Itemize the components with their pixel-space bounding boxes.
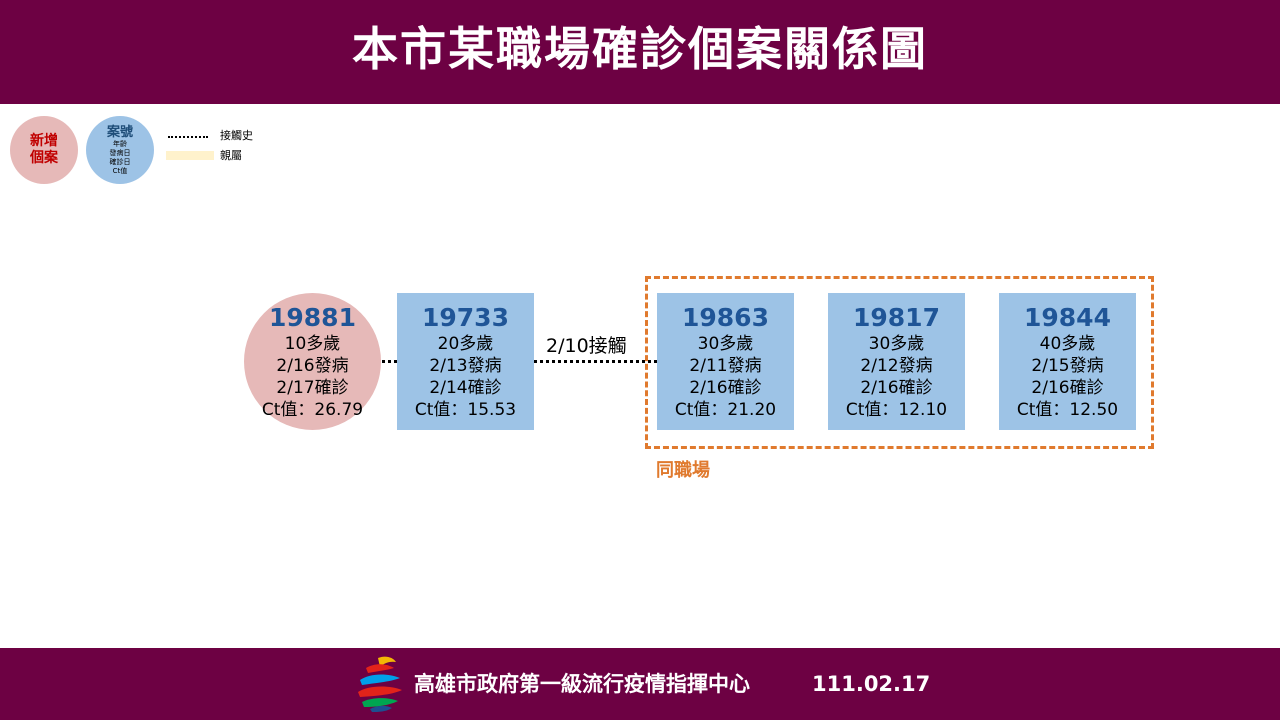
case-ct: Ct值：15.53: [414, 399, 517, 420]
case-onset: 2/12發病: [860, 355, 933, 376]
contact-link-label: 2/10接觸: [546, 335, 627, 357]
case-confirmed: 2/14確診: [429, 377, 502, 398]
case-confirmed: 2/16確診: [860, 377, 933, 398]
legend-case-key-ct: Ct值: [112, 166, 128, 175]
legend-case-key-title: 案號: [106, 124, 133, 140]
legend-case-key-age: 年齡: [113, 139, 127, 148]
legend-case-key-confirmed: 確診日: [109, 157, 131, 166]
legend-contact-line: [168, 136, 208, 138]
case-age: 20多歲: [437, 333, 494, 354]
header-bar: 本市某職場確診個案關係圖: [0, 0, 1280, 104]
contact-link-19733-group: [529, 360, 662, 363]
footer-organization: 高雄市政府第一級流行疫情指揮中心: [414, 672, 750, 696]
legend-contact-label: 接觸史: [220, 129, 253, 142]
workplace-group-frame: [645, 276, 1154, 449]
case-age: 10多歲: [284, 333, 341, 354]
footer-bar: 高雄市政府第一級流行疫情指揮中心 111.02.17: [0, 648, 1280, 720]
contact-link-19881-19733: [371, 360, 409, 363]
case-age: 30多歲: [697, 333, 754, 354]
legend-new-case-line1: 新增: [30, 133, 58, 149]
case-id: 19863: [682, 302, 769, 332]
case-confirmed: 2/16確診: [689, 377, 762, 398]
legend-case-key: 案號 年齡 發病日 確診日 Ct值: [86, 116, 154, 184]
case-onset: 2/13發病: [429, 355, 502, 376]
case-age: 40多歲: [1039, 333, 1096, 354]
legend-case-key-onset: 發病日: [109, 148, 131, 157]
case-ct: Ct值：26.79: [261, 399, 364, 420]
legend-relative-label: 親屬: [220, 149, 242, 162]
footer-date: 111.02.17: [812, 672, 931, 696]
case-ct: Ct值：12.50: [1016, 399, 1119, 420]
kaohsiung-logo-icon: [358, 656, 402, 712]
case-ct: Ct值：12.10: [845, 399, 948, 420]
case-ct: Ct值：21.20: [674, 399, 777, 420]
page-title: 本市某職場確診個案關係圖: [352, 22, 928, 76]
legend-new-case-line2: 個案: [30, 150, 58, 166]
case-node-19817: 19817 30多歲 2/12發病 2/16確診 Ct值：12.10: [828, 293, 965, 430]
case-confirmed: 2/16確診: [1031, 377, 1104, 398]
case-node-19733: 19733 20多歲 2/13發病 2/14確診 Ct值：15.53: [397, 293, 534, 430]
case-onset: 2/15發病: [1031, 355, 1104, 376]
case-node-19881: 19881 10多歲 2/16發病 2/17確診 Ct值：26.79: [244, 293, 381, 430]
case-id: 19881: [269, 302, 356, 332]
case-node-19844: 19844 40多歲 2/15發病 2/16確診 Ct值：12.50: [999, 293, 1136, 430]
case-confirmed: 2/17確診: [276, 377, 349, 398]
case-node-19863: 19863 30多歲 2/11發病 2/16確診 Ct值：21.20: [657, 293, 794, 430]
case-onset: 2/16發病: [276, 355, 349, 376]
case-id: 19817: [853, 302, 940, 332]
legend-relative-swatch: [166, 151, 214, 160]
case-onset: 2/11發病: [689, 355, 762, 376]
legend-new-case: 新增 個案: [10, 116, 78, 184]
case-id: 19844: [1024, 302, 1111, 332]
workplace-group-label: 同職場: [656, 460, 710, 481]
case-id: 19733: [422, 302, 509, 332]
case-age: 30多歲: [868, 333, 925, 354]
